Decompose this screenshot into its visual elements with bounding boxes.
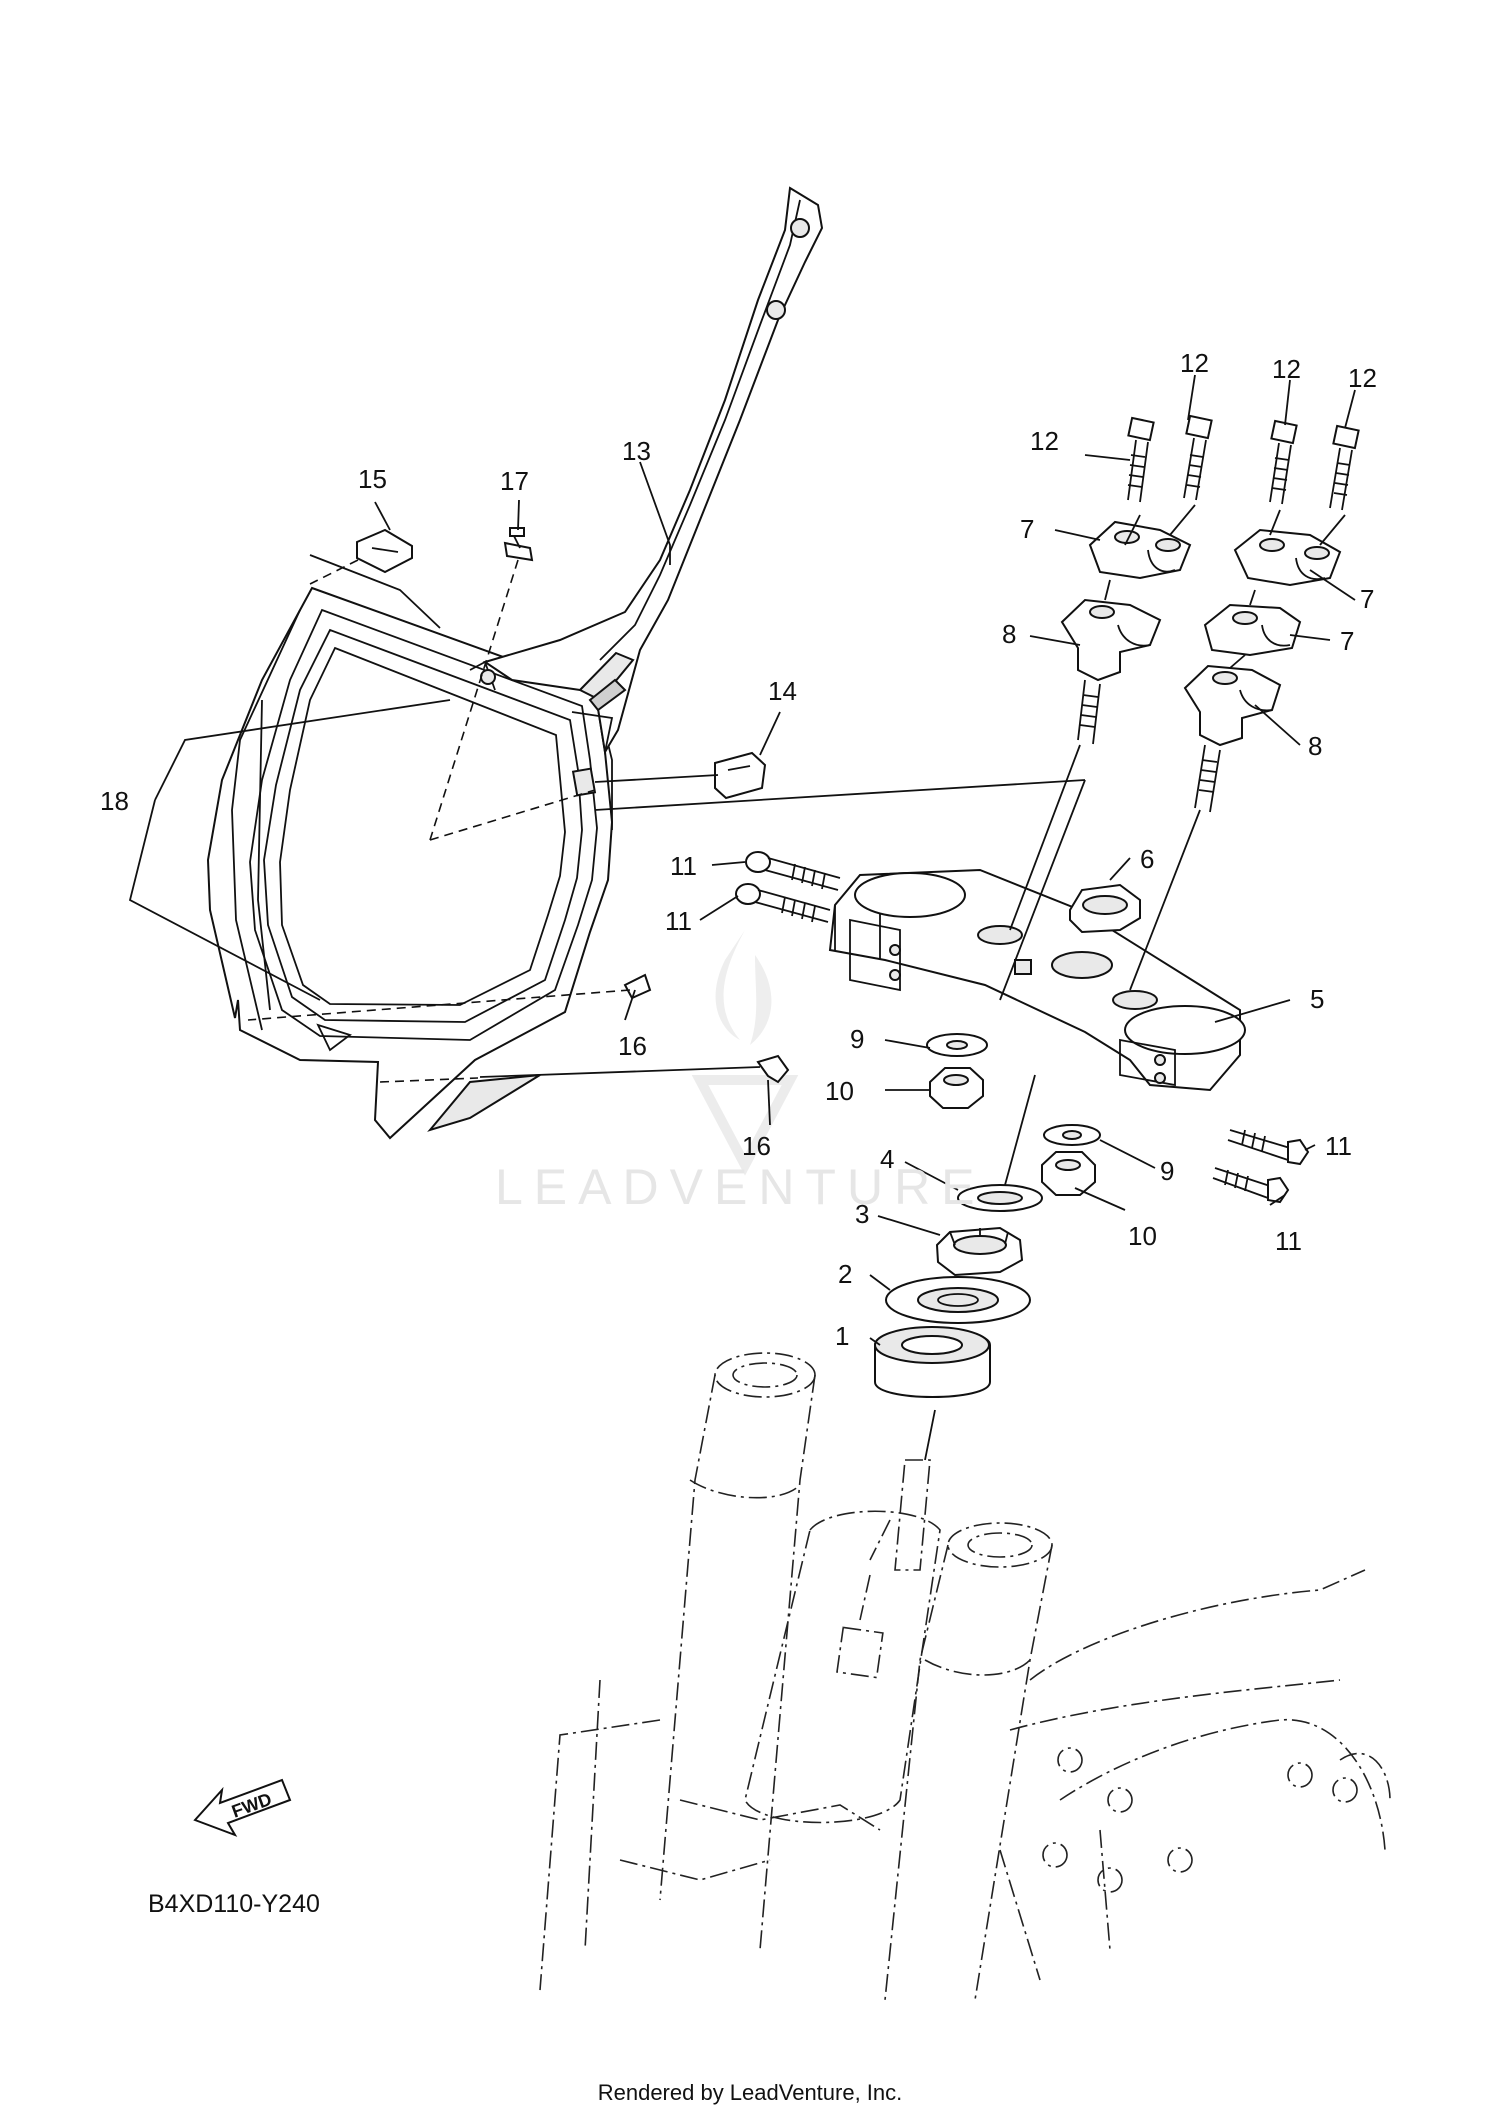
callout-9-left: 9 bbox=[850, 1024, 864, 1054]
pinch-bolt-11-d[interactable] bbox=[1212, 1167, 1290, 1204]
callout-6: 6 bbox=[1140, 844, 1154, 874]
callout-1: 1 bbox=[835, 1321, 849, 1351]
callout-16-upper: 16 bbox=[618, 1031, 647, 1061]
clip-14[interactable] bbox=[714, 751, 767, 800]
watermark-logo bbox=[691, 930, 799, 1176]
callout-4: 4 bbox=[880, 1144, 894, 1174]
fork-tube-right bbox=[884, 1522, 1053, 2001]
callout-8-right: 8 bbox=[1308, 731, 1322, 761]
tab-16-lower[interactable] bbox=[756, 1054, 790, 1084]
frame-outline bbox=[619, 1569, 1391, 1981]
plate-stay-13[interactable] bbox=[469, 186, 824, 755]
callout-12-c: 12 bbox=[1272, 354, 1301, 384]
callout-7-left: 7 bbox=[1020, 514, 1034, 544]
watermark-text: LEADVENTURE bbox=[495, 1159, 986, 1215]
upper-bracket-5[interactable] bbox=[828, 868, 1246, 1092]
footer-credit: Rendered by LeadVenture, Inc. bbox=[597, 2080, 903, 2105]
lower-holder-8-b[interactable] bbox=[1183, 664, 1282, 813]
callout-labels: 1 2 3 4 5 6 7 7 7 8 8 9 9 10 10 11 11 11… bbox=[100, 348, 1377, 1351]
bearing-1[interactable] bbox=[874, 1326, 991, 1398]
pinch-bolt-11-c[interactable] bbox=[1227, 1129, 1310, 1166]
pinch-bolt-11-b[interactable] bbox=[735, 883, 831, 923]
nut-10-b[interactable] bbox=[1041, 1151, 1096, 1196]
callout-12-d: 12 bbox=[1348, 363, 1377, 393]
callout-11-lower-left: 11 bbox=[665, 906, 692, 936]
callout-2: 2 bbox=[838, 1259, 852, 1289]
callout-10-left: 10 bbox=[825, 1076, 854, 1106]
tab-16-upper[interactable] bbox=[623, 973, 652, 1000]
washer-9-b[interactable] bbox=[1043, 1124, 1101, 1146]
washer-4[interactable] bbox=[957, 1184, 1043, 1212]
callout-17: 17 bbox=[500, 466, 529, 496]
bearing-cover-2[interactable] bbox=[885, 1276, 1031, 1324]
callout-14: 14 bbox=[768, 676, 797, 706]
lower-holder-8-a[interactable] bbox=[1060, 598, 1162, 745]
callout-11-upper-left: 11 bbox=[670, 851, 697, 881]
pinch-bolt-11-a[interactable] bbox=[745, 851, 841, 891]
callout-3: 3 bbox=[855, 1199, 869, 1229]
callout-10-right: 10 bbox=[1128, 1221, 1157, 1251]
callout-12-a: 12 bbox=[1030, 426, 1059, 456]
callout-7-right-lower: 7 bbox=[1340, 626, 1354, 656]
fwd-arrow: FWD bbox=[193, 1778, 292, 1837]
callout-8-left: 8 bbox=[1002, 619, 1016, 649]
upper-holder-7-a[interactable] bbox=[1088, 520, 1192, 580]
callout-11-upper-right: 11 bbox=[1325, 1131, 1352, 1161]
callout-18: 18 bbox=[100, 786, 129, 816]
nut-10-a[interactable] bbox=[929, 1067, 984, 1109]
leader-lines bbox=[128, 374, 1356, 1346]
callout-9-right: 9 bbox=[1160, 1156, 1174, 1186]
callout-16-lower: 16 bbox=[742, 1131, 771, 1161]
bolt-12-d[interactable] bbox=[1329, 424, 1360, 511]
bolt-17[interactable] bbox=[503, 527, 534, 562]
callout-12-b: 12 bbox=[1180, 348, 1209, 378]
callout-13: 13 bbox=[622, 436, 651, 466]
steering-stem bbox=[744, 1459, 941, 1824]
fork-tube-left bbox=[539, 1352, 816, 1991]
callout-7-right-upper: 7 bbox=[1360, 584, 1374, 614]
bolt-12-b[interactable] bbox=[1183, 414, 1213, 501]
lower-holder-7-c[interactable] bbox=[1203, 603, 1302, 657]
clip-15[interactable] bbox=[356, 528, 413, 574]
washer-9-a[interactable] bbox=[926, 1033, 988, 1057]
number-plate-18[interactable] bbox=[206, 586, 614, 1140]
callout-5: 5 bbox=[1310, 984, 1324, 1014]
callout-15: 15 bbox=[358, 464, 387, 494]
bolt-12-c[interactable] bbox=[1269, 419, 1298, 505]
fwd-label: FWD bbox=[229, 1789, 274, 1822]
bolt-12-a[interactable] bbox=[1127, 416, 1155, 503]
ring-nut-3[interactable] bbox=[935, 1226, 1024, 1277]
upper-holder-7-b[interactable] bbox=[1233, 528, 1342, 587]
callout-11-lower-right: 11 bbox=[1275, 1226, 1302, 1256]
diagram-code: B4XD110-Y240 bbox=[148, 1890, 320, 1918]
steering-nut-6[interactable] bbox=[1069, 883, 1141, 934]
